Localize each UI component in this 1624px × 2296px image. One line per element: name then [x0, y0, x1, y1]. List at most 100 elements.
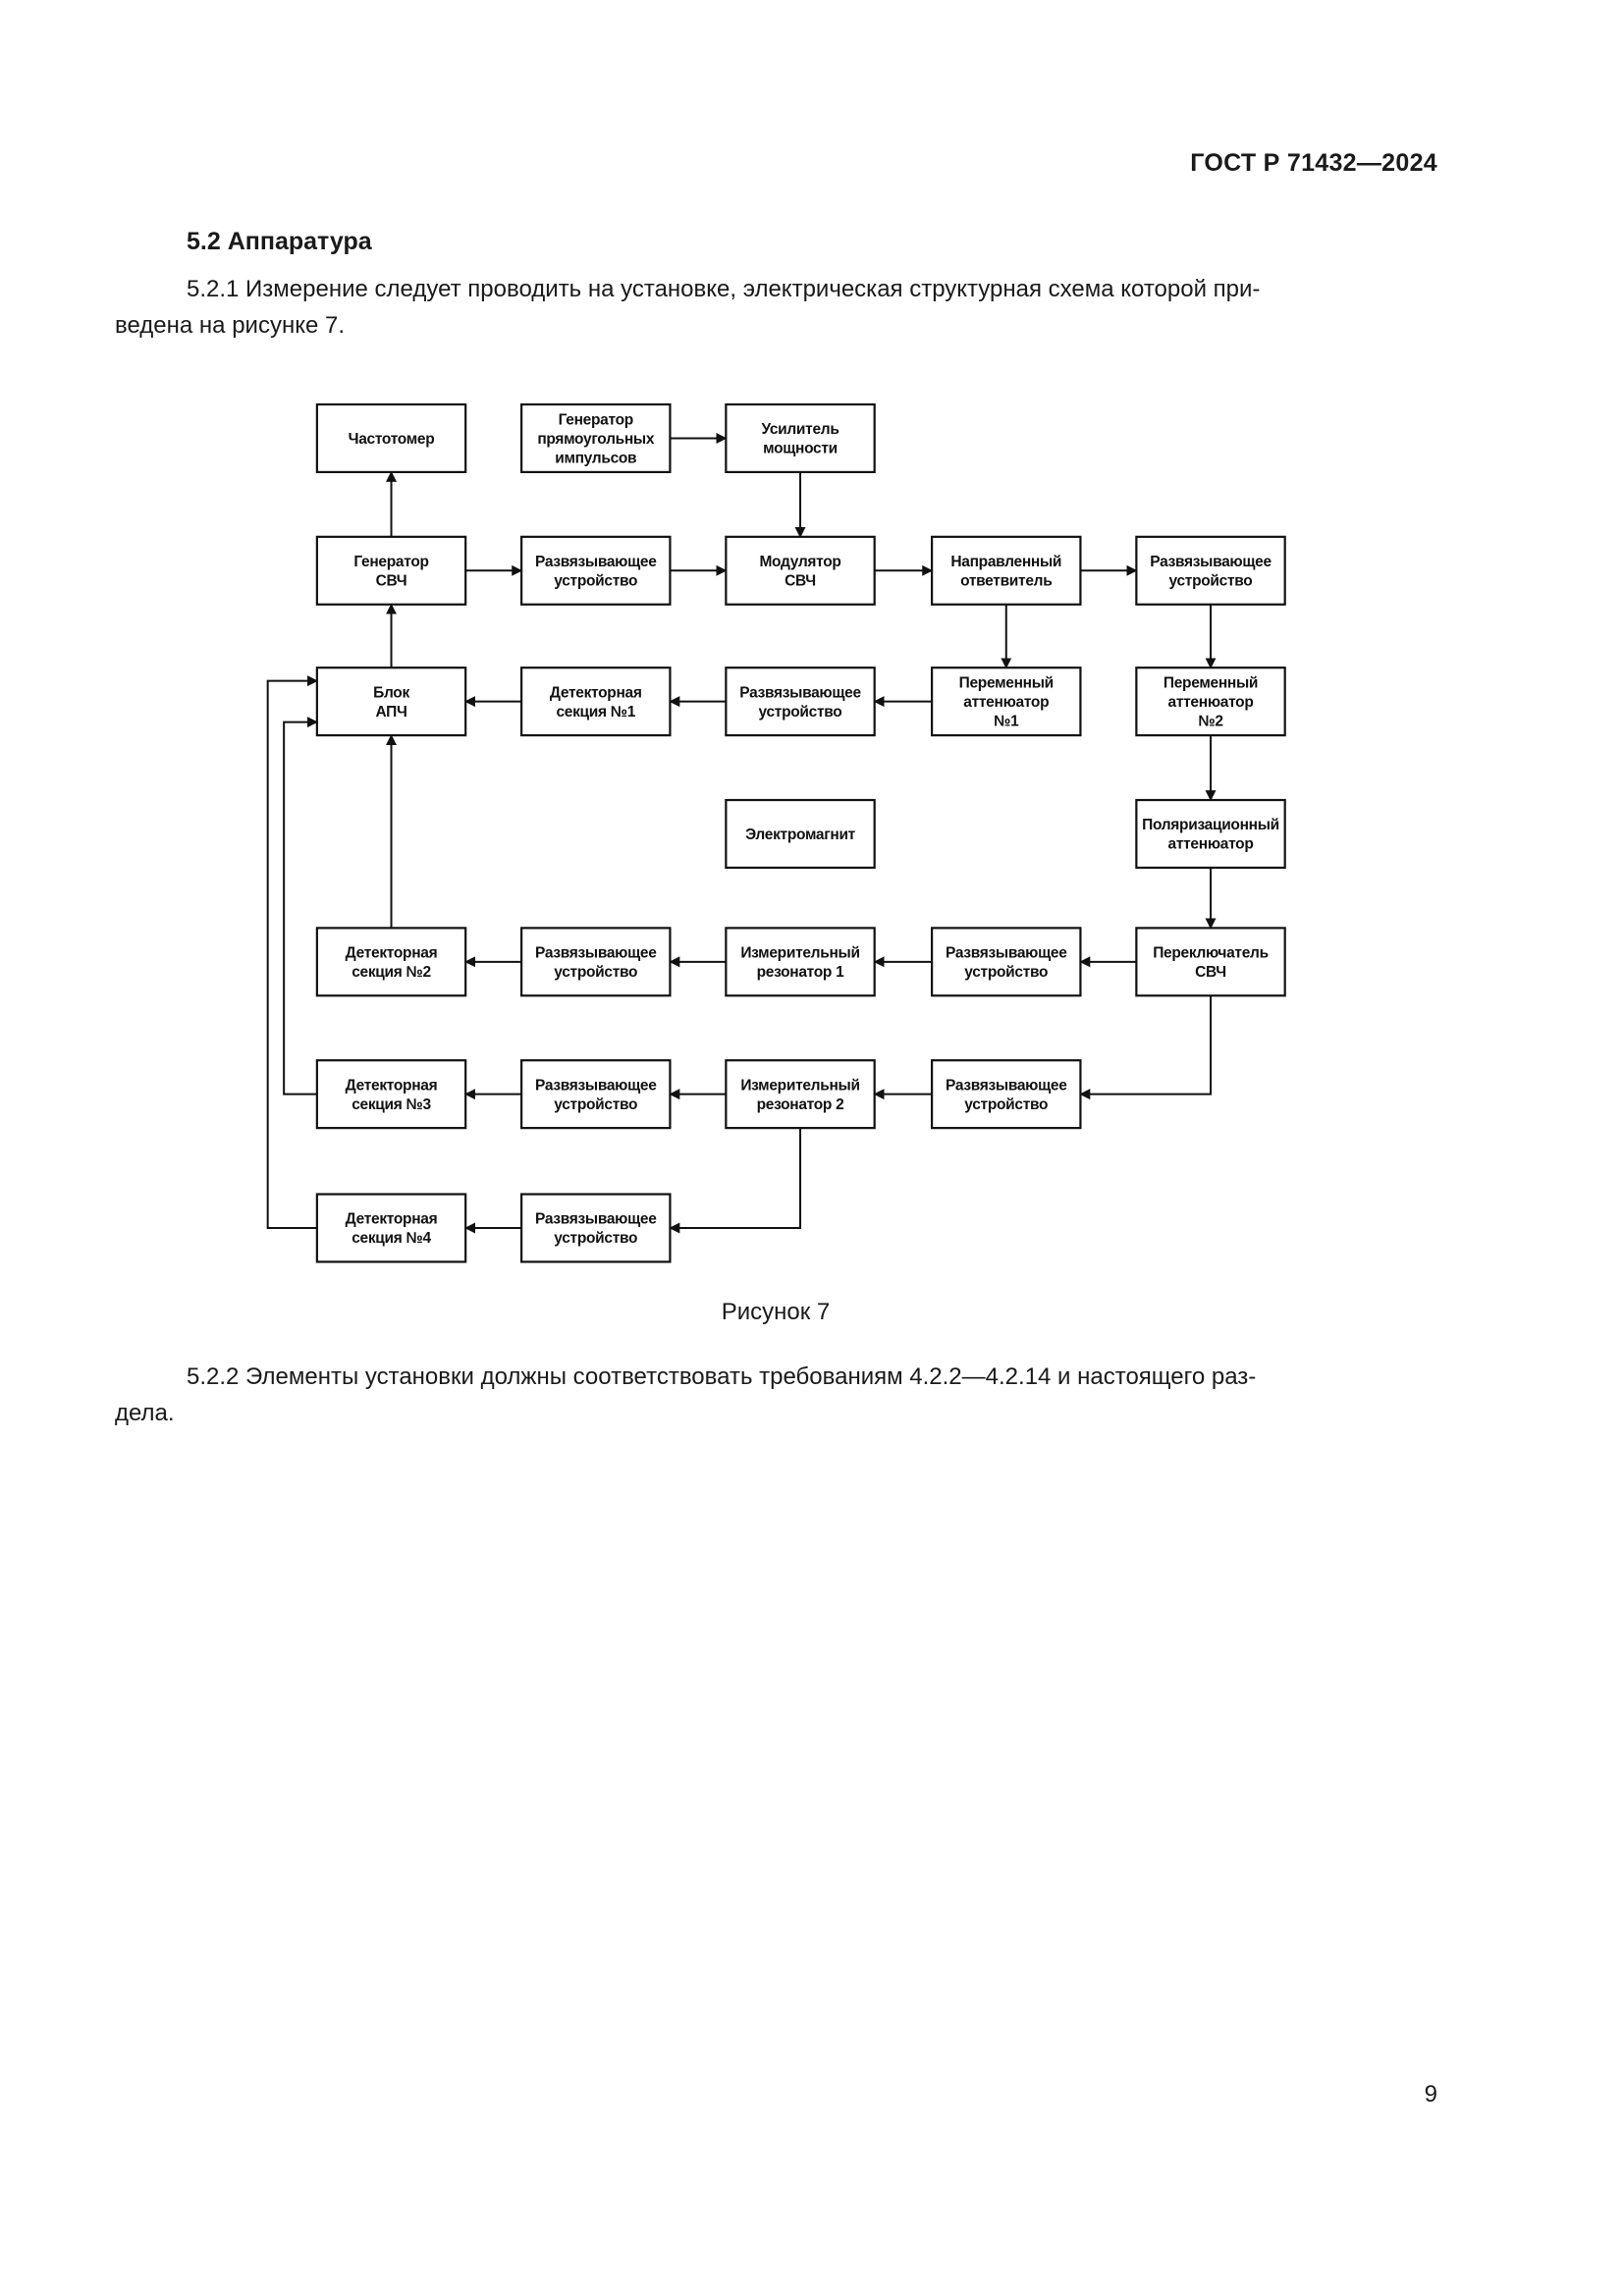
paragraph-5-2-1: 5.2.1 Измерение следует проводить на уст… [115, 271, 1437, 344]
diagram-block-label: Развязывающее [946, 945, 1067, 962]
diagram-block-label: Генератор [353, 554, 428, 570]
diagram-block-label: Развязывающее [946, 1077, 1067, 1094]
diagram-block-res-1: Измерительный резонатор 1 [725, 927, 876, 997]
diagram-block-frame [520, 535, 672, 606]
figure-caption: Рисунок 7 [721, 1299, 831, 1325]
diagram-connectors [266, 432, 1217, 1234]
diagram-block-label: Детекторная [550, 684, 642, 701]
document-code: ГОСТ Р 71432—2024 [1190, 149, 1437, 177]
diagram-block-pulse-gen: Генератор прямоугольных импульсов [520, 402, 672, 474]
diagram-block-label: №1 [994, 714, 1019, 730]
diagram-block-dir-coupler: Направленный ответвитель [931, 535, 1082, 606]
diagram-block-frame [931, 667, 1082, 737]
diagram-block-frame [931, 927, 1082, 997]
diagram-block-label: Переключатель [1153, 945, 1269, 962]
diagram-block-label: Генератор [559, 411, 633, 428]
diagram-connector [1079, 995, 1213, 1100]
page-number: 9 [1424, 2081, 1437, 2108]
diagram-block-frame [931, 1059, 1082, 1130]
diagram-block-label: секция №3 [352, 1096, 431, 1113]
diagram-block-frame [315, 535, 467, 606]
diagram-block-frame [725, 798, 876, 870]
diagram-block-electromagnet: Электромагнит [725, 798, 876, 870]
paragraph-line: 5.2.1 Измерение следует проводить на уст… [187, 276, 1261, 302]
diagram-block-label: Усилитель [761, 421, 839, 438]
diagram-block-label: СВЧ [1195, 964, 1226, 981]
diagram-block-label: резонатор 2 [757, 1096, 844, 1113]
paragraph-5-2-2: 5.2.2 Элементы установки должны соответс… [115, 1359, 1437, 1431]
diagram-block-label: Развязывающее [535, 554, 657, 570]
diagram-block-frame [315, 667, 467, 737]
diagram-block-label: резонатор 1 [757, 964, 844, 981]
diagram-block-frame [1135, 927, 1286, 997]
diagram-block-frame [520, 927, 672, 997]
diagram-block-label: прямоугольных [537, 431, 655, 448]
diagram-block-frame [315, 1193, 467, 1263]
diagram-block-label: АПЧ [375, 704, 406, 721]
diagram-connector [266, 675, 318, 1229]
diagram-blocks: ЧастотомерГенераторпрямоугольныхимпульсо… [315, 402, 1286, 1263]
section-title: 5.2 Аппаратура [187, 228, 372, 255]
diagram-block-label: секция №2 [352, 964, 431, 981]
diagram-block-label: Электромагнит [745, 827, 856, 843]
diagram-block-det-1: Детекторная секция №1 [520, 667, 672, 737]
diagram-block-power-amp: Усилитель мощности [725, 402, 876, 474]
diagram-block-frame [1135, 667, 1286, 737]
diagram-block-label: Поляризационный [1142, 817, 1279, 833]
diagram-block-label: Измерительный [740, 945, 859, 962]
diagram-block-label: аттенюатор [1168, 694, 1254, 711]
diagram-block-iso-8: Развязывающее устройство [520, 1193, 672, 1263]
diagram-block-label: устройство [1169, 573, 1253, 590]
diagram-block-frame [1135, 798, 1286, 870]
diagram-block-label: устройство [554, 1096, 637, 1113]
paragraph-line: дела. [115, 1400, 175, 1426]
diagram-block-label: СВЧ [785, 573, 816, 590]
diagram-block-label: устройство [964, 1096, 1048, 1113]
diagram-block-det-2: Детекторная секция №2 [315, 927, 467, 997]
diagram-block-att-2: Переменный аттенюатор №2 [1135, 667, 1286, 737]
diagram-block-label: аттенюатор [963, 694, 1049, 711]
diagram-block-label: мощности [763, 441, 838, 457]
diagram-block-pol-att: Поляризационный аттенюатор [1135, 798, 1286, 870]
diagram-block-label: Детекторная [346, 1211, 438, 1228]
diagram-block-label: Направленный [950, 554, 1061, 570]
paragraph-line: ведена на рисунке 7. [115, 312, 345, 339]
diagram-block-label: Развязывающее [535, 1211, 657, 1228]
diagram-block-label: аттенюатор [1168, 836, 1254, 853]
diagram-block-label: Модулятор [759, 554, 840, 570]
diagram-block-frame [725, 1059, 876, 1130]
diagram-block-res-2: Измерительный резонатор 2 [725, 1059, 876, 1130]
diagram-block-label: устройство [759, 704, 842, 721]
diagram-block-label: устройство [964, 964, 1048, 981]
diagram-block-label: ответвитель [960, 573, 1052, 590]
diagram-block-label: устройство [554, 573, 637, 590]
diagram-block-frame [315, 927, 467, 997]
diagram-block-label: Измерительный [740, 1077, 859, 1094]
diagram-block-frame [725, 535, 876, 606]
diagram-block-frame [725, 667, 876, 737]
diagram-block-freq-meter: Частотомер [315, 402, 467, 474]
diagram-block-frame [520, 402, 672, 474]
diagram-block-frame [315, 402, 467, 474]
diagram-block-label: Детекторная [346, 945, 438, 962]
diagram-block-label: Переменный [1164, 675, 1258, 692]
diagram-block-frame [520, 1193, 672, 1263]
diagram-block-label: Развязывающее [535, 1077, 657, 1094]
diagram-block-label: импульсов [555, 450, 636, 466]
diagram-block-label: устройство [554, 1230, 637, 1247]
diagram-block-iso-6: Развязывающее устройство [520, 1059, 672, 1130]
diagram-block-iso-1: Развязывающее устройство [520, 535, 672, 606]
diagram-block-label: №2 [1198, 714, 1222, 730]
diagram-block-label: секция №1 [556, 704, 635, 721]
diagram-block-label: Детекторная [346, 1077, 438, 1094]
